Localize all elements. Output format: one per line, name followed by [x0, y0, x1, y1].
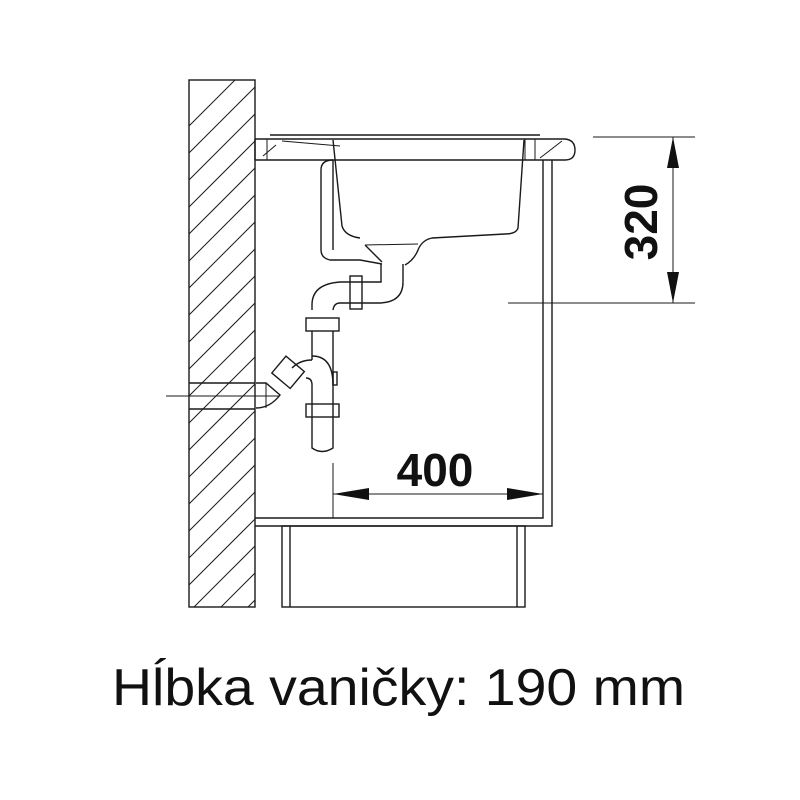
- hatch-line: [189, 437, 255, 505]
- hatch-line: [193, 545, 255, 607]
- hatch-line: [189, 80, 236, 127]
- hatch-line: [189, 464, 255, 532]
- hatch-line: [189, 113, 255, 181]
- hatch-line: [189, 383, 255, 451]
- hatch-line: [220, 572, 255, 607]
- basin-depth-caption: Hĺbka vaničky: 190 mm: [112, 658, 685, 717]
- width-dimension-label: 400: [397, 444, 474, 496]
- hatch-line: [189, 410, 255, 478]
- hatch-line: [189, 248, 255, 316]
- hatch-line: [189, 275, 255, 343]
- hatch-line: [189, 167, 255, 235]
- hatch-line: [189, 356, 255, 424]
- hatch-line: [189, 221, 255, 289]
- hatch-line: [189, 194, 255, 262]
- hatch-line: [189, 518, 255, 586]
- hatch-line: [189, 329, 255, 397]
- sink-bowl: [320, 139, 525, 266]
- countertop: [254, 134, 576, 161]
- dimension-width: 400: [332, 444, 543, 518]
- dimension-height: 320: [508, 136, 695, 304]
- hatch-line: [247, 599, 255, 607]
- wall-hatching: [189, 80, 255, 607]
- height-dimension-label: 320: [615, 184, 667, 261]
- siphon: [255, 264, 404, 453]
- hatch-line: [189, 491, 255, 559]
- wall: [188, 79, 256, 608]
- cabinet: [255, 160, 553, 608]
- hatch-line: [189, 86, 255, 154]
- hatch-line: [189, 140, 255, 208]
- hatch-line: [189, 302, 255, 370]
